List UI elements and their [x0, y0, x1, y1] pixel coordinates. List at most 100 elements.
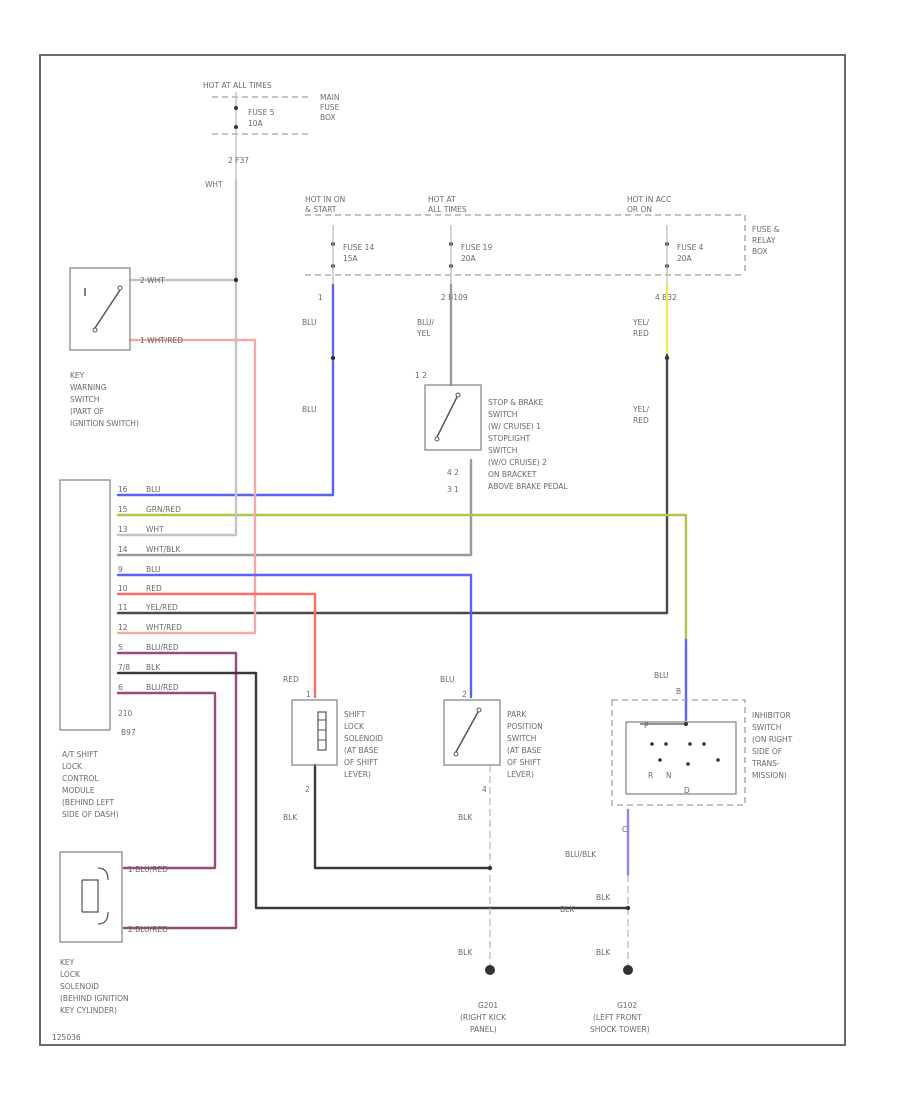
blu-tag-1: BLU	[302, 318, 316, 327]
stop-label-8: ABOVE BRAKE PEDAL	[488, 482, 568, 491]
footer-code: 125036	[52, 1033, 81, 1042]
module-pin-number: 5	[118, 643, 123, 652]
kw-label-4: (PART OF	[70, 407, 104, 416]
fuse14-label: FUSE 14	[343, 243, 374, 252]
main-fuse-box-label-1: MAIN	[320, 93, 339, 102]
fuse-relay-box-label-2: RELAY	[752, 236, 776, 245]
module-pin-wire: WHT/RED	[146, 623, 182, 632]
hot-at-all-times-label: HOT AT ALL TIMES	[203, 81, 272, 90]
wire-blu-9	[116, 573, 473, 699]
module-pin-wire: GRN/RED	[146, 505, 181, 514]
shift-lock-label-3: SOLENOID	[344, 734, 383, 743]
stop-label-2: SWITCH	[488, 410, 517, 419]
park-label-5: OF SHIFT	[507, 758, 541, 767]
shift-lock-label-4: (AT BASE	[344, 746, 378, 755]
keylock-pin2: 2 BLU/RED	[128, 925, 168, 934]
blk-tag-g201: BLK	[458, 948, 473, 957]
blk-tag-park: BLK	[458, 813, 473, 822]
stop-label-1: STOP & BRAKE	[488, 398, 543, 407]
wire-red-10	[116, 592, 317, 699]
shift-lock-label-2: LOCK	[344, 722, 365, 731]
wire-yel-red-11	[116, 353, 669, 615]
stop-pins-side-1: 4 2	[447, 468, 459, 477]
fuse5-label: FUSE 5	[248, 108, 275, 117]
module-label-3: CONTROL	[62, 774, 99, 783]
inhibitor-label-2: SWITCH	[752, 723, 781, 732]
module-pin-wire: YEL/RED	[145, 603, 178, 612]
inhibitor-label-3: (ON RIGHT	[752, 735, 793, 744]
blk-tag-g102-top: BLK	[596, 893, 611, 902]
module-pin-number: 15	[118, 505, 128, 514]
module-pin-wire: BLU/RED	[146, 643, 179, 652]
g201-label-2: (RIGHT KICK	[460, 1013, 507, 1022]
hot-acc-1: HOT IN ACC	[627, 195, 671, 204]
wire-blu-fuse14	[116, 283, 335, 497]
park-pin-bot: 4	[482, 785, 487, 794]
stop-label-6: (W/O CRUISE) 2	[488, 458, 547, 467]
kw-label-3: SWITCH	[70, 395, 99, 404]
pin-b109: 2 B109	[441, 293, 468, 302]
module-label-4: MODULE	[62, 786, 95, 795]
blu-tag-2: BLU	[302, 405, 316, 414]
park-label-6: LEVER)	[507, 770, 534, 779]
module-conn: 210	[118, 709, 133, 718]
blk-tag-g102: BLK	[596, 948, 611, 957]
module-pin-number: 7/8	[118, 663, 130, 672]
shift-lock-solenoid: RED 1 2 SHIFT LOCK SOLENOID (AT BASE OF …	[283, 675, 383, 794]
hot-acc-2: OR ON	[627, 205, 652, 214]
module-pin-number: 10	[118, 584, 128, 593]
module-pin-number: 14	[118, 545, 128, 554]
kw-label-2: WARNING	[70, 383, 107, 392]
module-label-6: SIDE OF DASH)	[62, 810, 119, 819]
blu-yel-tag-1: BLU/	[417, 318, 434, 327]
shift-lock-wire-in: RED	[283, 675, 299, 684]
inhibitor-pin-p: P	[644, 721, 649, 730]
yel-red-tag-1: YEL/	[632, 318, 649, 327]
fuse19-amp: 20A	[461, 254, 477, 263]
hot-run-start-1: HOT IN ON	[305, 195, 345, 204]
blk-tag-module: BLK	[560, 905, 575, 914]
pin-f37-label: 2 F37	[228, 156, 249, 165]
key-warning-switch: 2 WHT 1 WHT/RED KEY WARNING SWITCH (PART…	[69, 267, 183, 428]
keylock-label-3: SOLENOID	[60, 982, 99, 991]
yel-red-tag-4: RED	[633, 416, 649, 425]
keylock-label-5: KEY CYLINDER)	[60, 1006, 117, 1015]
inhibitor-label-4: SIDE OF	[752, 747, 782, 756]
wire-blu-red-6	[116, 691, 217, 870]
ground-g201: BLK BLK BLK G201 (RIGHT KICK PANEL)	[283, 813, 507, 1034]
park-wire-in: BLU	[440, 675, 454, 684]
fuse-relay-box: HOT IN ON & START HOT AT ALL TIMES HOT I…	[305, 195, 780, 302]
shift-lock-label-5: OF SHIFT	[344, 758, 378, 767]
fuse-relay-box-label-3: BOX	[752, 247, 768, 256]
wire-blk-shiftlock	[313, 763, 492, 870]
inhibitor-letter-d: D	[684, 786, 690, 795]
fuse-relay-box-label-1: FUSE &	[752, 225, 780, 234]
fuse19-label: FUSE 19	[461, 243, 492, 252]
module-pin-number: 6	[118, 683, 123, 692]
g102-label-3: SHOCK TOWER)	[590, 1025, 650, 1034]
module-pin-wire: BLU/RED	[146, 683, 179, 692]
pin-1-fuse14: 1	[318, 293, 323, 302]
park-label-4: (AT BASE	[507, 746, 541, 755]
wire-grn-red-15	[116, 513, 688, 642]
wire-blu-red-5	[116, 651, 238, 930]
module-label-2: LOCK	[62, 762, 83, 771]
inhibitor-label-1: INHIBITOR	[752, 711, 791, 720]
inhibitor-label-6: MISSION)	[752, 771, 787, 780]
yel-red-tag-3: YEL/	[632, 405, 649, 414]
inhibitor-letter-r: R	[648, 771, 653, 780]
hot-at-all-1: HOT AT	[428, 195, 456, 204]
module-pin-wire: RED	[146, 584, 162, 593]
stop-brake-switch: 1 2 4 2 3 1 STOP & BRAKE SWITCH (W/ CRUI…	[415, 371, 568, 494]
module-pin-number: 16	[118, 485, 128, 494]
hot-run-start-2: & START	[305, 205, 337, 214]
module-pin-wire: BLK	[146, 663, 161, 672]
inhibitor-wire-out: BLU/BLK	[565, 850, 597, 859]
hot-at-all-2: ALL TIMES	[428, 205, 467, 214]
stop-label-5: SWITCH	[488, 446, 517, 455]
module-pin-wire: WHT/BLK	[146, 545, 181, 554]
blk-tag-shiftlock: BLK	[283, 813, 298, 822]
blu-yel-tag-2: YEL	[416, 329, 431, 338]
park-position-switch: BLU 2 4 PARK POSITION SWITCH (AT BASE OF…	[440, 675, 543, 794]
inhibitor-letter-n: N	[666, 771, 672, 780]
